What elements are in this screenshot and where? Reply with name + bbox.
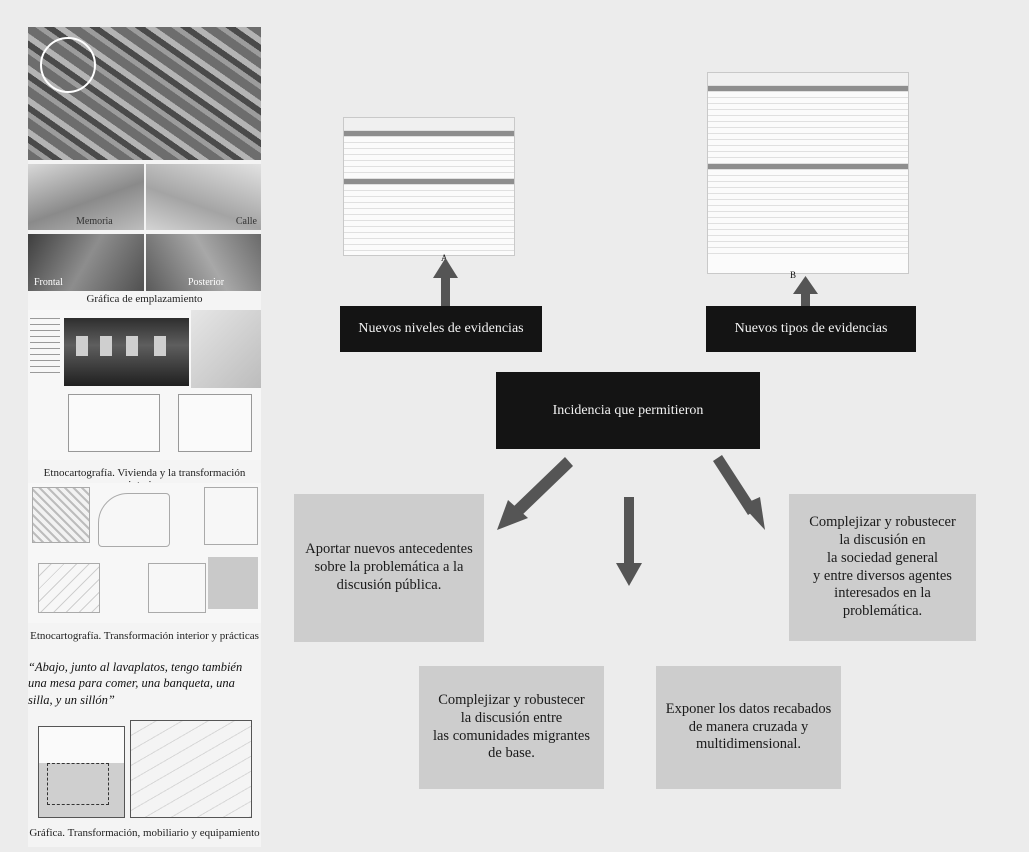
ethno-housing-figure — [28, 310, 261, 460]
arrow-down-right — [713, 455, 765, 530]
box-incidencia: Incidencia que permitieron — [496, 372, 760, 449]
evidence-table-b — [707, 72, 909, 274]
view-label-calle: Calle — [235, 216, 257, 227]
location-circle — [40, 37, 96, 93]
ethno-practices-caption: Etnocartografía. Transformación interior… — [30, 630, 259, 642]
aerial-map-image — [28, 27, 261, 160]
furniture-caption: Gráfica. Transformación, mobiliario y eq… — [29, 827, 260, 839]
box-aportar-antecedentes: Aportar nuevos antecedentes sobre la pro… — [294, 494, 484, 642]
view-photo-posterior: Posterior — [146, 234, 261, 291]
facade-photo — [64, 318, 189, 386]
table-b-letter: B — [790, 270, 797, 280]
view-label-memoria: Memoria — [76, 216, 113, 227]
view-label-frontal: Frontal — [34, 277, 63, 288]
evidence-table-a — [343, 117, 515, 256]
left-panel: Memoria Calle Frontal Posterior Gráfica … — [28, 27, 261, 847]
box-nuevos-tipos: Nuevos tipos de evidencias — [706, 306, 916, 352]
box-nuevos-niveles: Nuevos niveles de evidencias — [340, 306, 542, 352]
arrow-down-left — [497, 457, 573, 530]
floor-plan-sketch — [68, 394, 160, 452]
arrow-up-to-table-a — [433, 258, 458, 312]
kitchen-plan-sketch — [38, 726, 125, 818]
arrow-up-to-table-b — [793, 276, 818, 312]
box-complejizar-sociedad: Complejizar y robustecer la discusión en… — [789, 494, 976, 641]
furniture-graphic — [38, 720, 252, 820]
box-complejizar-migrantes: Complejizar y robustecer la discusión en… — [419, 666, 604, 789]
interview-quote: “Abajo, junto al lavaplatos, tengo tambi… — [28, 660, 243, 707]
arrow-down-center — [616, 497, 642, 586]
ethno-practices-figure — [28, 483, 261, 623]
portrait-sketch — [191, 310, 261, 388]
table-a-letter: A — [441, 253, 448, 263]
view-label-posterior: Posterior — [188, 277, 225, 288]
floor-plan-detail — [178, 394, 252, 452]
view-photo-memoria: Memoria — [28, 164, 144, 230]
view-photo-frontal: Frontal — [28, 234, 144, 291]
box-exponer-datos: Exponer los datos recabados de manera cr… — [656, 666, 841, 789]
view-photo-calle: Calle — [146, 164, 261, 230]
site-caption: Gráfica de emplazamiento — [86, 293, 203, 305]
kitchen-section-sketch — [130, 720, 252, 818]
